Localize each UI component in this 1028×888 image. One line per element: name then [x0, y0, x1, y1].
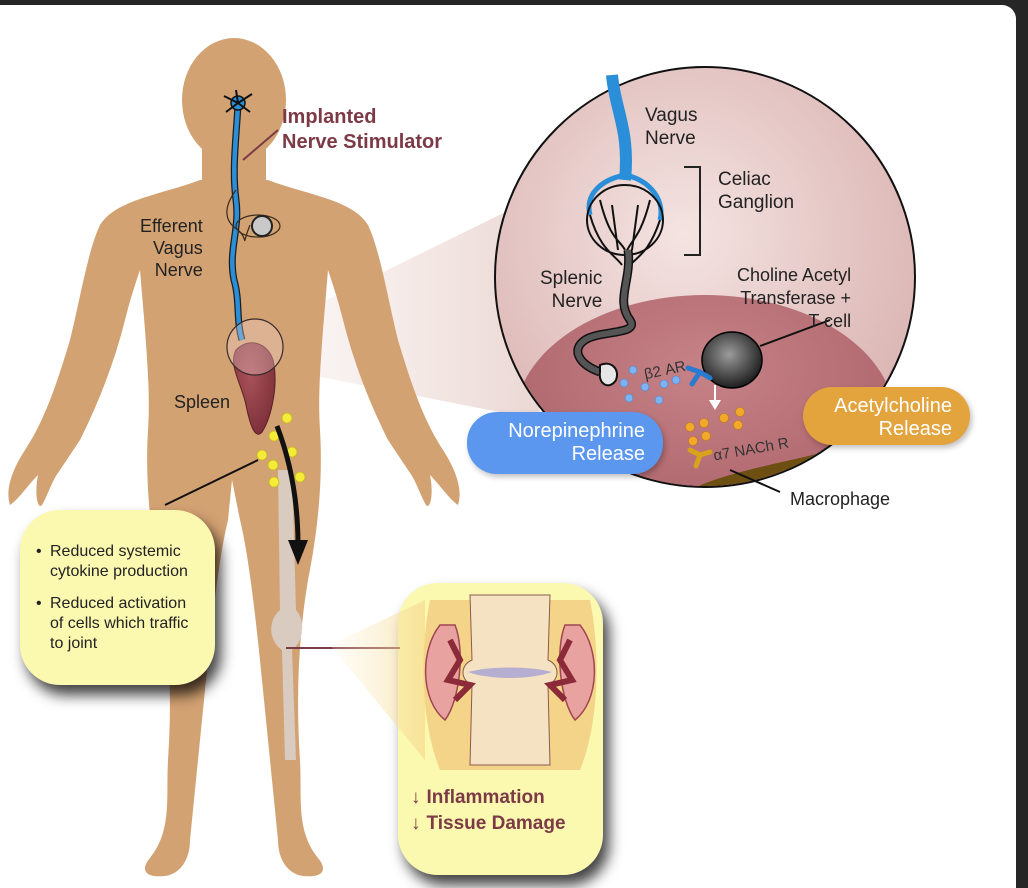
label-line: Splenic: [540, 268, 603, 289]
ganglion-bracket: [684, 166, 701, 256]
label-line: Nerve: [154, 260, 203, 280]
flow-arrow: [274, 425, 301, 546]
norepinephrine-particles: [619, 365, 681, 405]
outcome-text: Tissue Damage: [426, 813, 566, 834]
label-line: Nerve Stimulator: [282, 131, 443, 153]
label-line: Nerve: [645, 128, 696, 149]
spleen-organ: [233, 342, 276, 435]
pill-line: Release: [878, 418, 952, 440]
label-line: Implanted: [282, 106, 377, 128]
t-cell: [701, 331, 763, 389]
label-splenic-nerve: Splenic Nerve: [540, 267, 602, 313]
label-line: Ganglion: [718, 192, 795, 213]
zoom-beam-spleen: [265, 200, 540, 420]
label-spleen: Spleen: [174, 392, 231, 412]
label-line: Transferase +: [740, 288, 852, 308]
cytokine-particles: [256, 412, 306, 488]
illustration: [8, 38, 916, 877]
stimulator-device-icon: [251, 215, 273, 237]
diagram-canvas: Implanted Nerve Stimulator Efferent Vagu…: [0, 5, 1016, 888]
leg-bone: [271, 470, 303, 760]
label-vagus-nerve: Vagus Nerve: [645, 104, 697, 150]
label-macrophage: Macrophage: [790, 489, 891, 509]
outcome-tissue-damage: ↓Tissue Damage: [411, 811, 566, 837]
label-choline-transferase: Choline Acetyl Transferase + T cell: [737, 264, 851, 333]
label-implanted-stimulator: Implanted Nerve Stimulator: [282, 105, 442, 155]
label-line: Vagus: [153, 238, 203, 258]
label-line: Nerve: [551, 291, 603, 312]
pill-acetylcholine-release: Acetylcholine Release: [803, 387, 970, 445]
effect-item: Reduced activation of cells which traffi…: [36, 594, 201, 654]
effect-item: Reduced systemic cytokine production: [36, 542, 201, 582]
vagus-nerve-detail: [606, 74, 632, 181]
spleen-zoom-circle: [226, 318, 284, 376]
down-arrow-icon: ↓: [411, 813, 421, 834]
down-arrow-icon: ↓: [411, 787, 421, 808]
outcome-text: Inflammation: [426, 787, 545, 808]
label-line: Choline Acetyl: [737, 265, 852, 285]
label-line: Vagus: [645, 105, 698, 126]
outcome-inflammation: ↓Inflammation: [411, 785, 566, 811]
pill-line: Norepinephrine: [508, 420, 645, 442]
pill-norepinephrine-release: Norepinephrine Release: [467, 412, 663, 474]
stimulator-pointer: [242, 129, 279, 161]
zoom-beam-joint: [330, 600, 425, 760]
joint-outcomes: ↓Inflammation ↓Tissue Damage: [411, 785, 566, 837]
joint-illustration: [423, 594, 597, 770]
label-celiac-ganglion: Celiac Ganglion: [718, 168, 794, 214]
systemic-effects-box: Reduced systemic cytokine production Red…: [20, 510, 215, 685]
label-line: T cell: [808, 311, 852, 331]
label-line: Efferent: [140, 216, 203, 236]
pill-line: Acetylcholine: [834, 395, 952, 417]
beta2-receptor-icon: [685, 365, 713, 387]
label-efferent-vagus: Efferent Vagus Nerve: [140, 215, 203, 281]
alpha7-receptor-icon: [687, 447, 713, 469]
label-line: Celiac: [718, 169, 771, 190]
acetylcholine-particles: [685, 407, 745, 446]
effects-list: Reduced systemic cytokine production Red…: [36, 542, 201, 654]
pill-line: Release: [571, 443, 645, 465]
